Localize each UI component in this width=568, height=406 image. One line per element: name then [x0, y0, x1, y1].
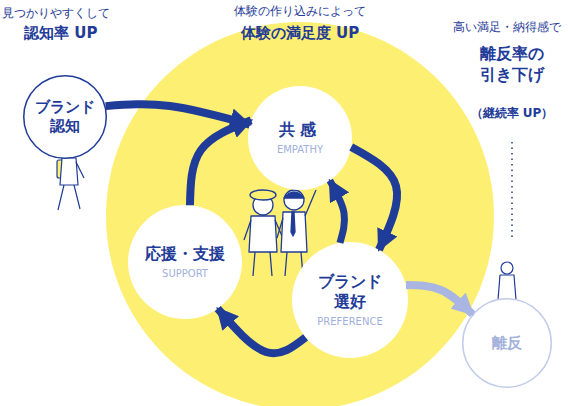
circle-shape — [24, 76, 107, 159]
circle-shape — [128, 205, 242, 319]
annotation-note: 高い満足・納得感で — [432, 20, 568, 36]
annotation-note: 体験の作り込みによって — [210, 4, 390, 20]
dotted-leader — [511, 142, 513, 240]
empathy-circle: 共感 EMPATHY — [248, 86, 352, 190]
node-subtitle: EMPATHY — [277, 144, 323, 157]
person-arm — [76, 162, 84, 178]
person-beret — [250, 190, 276, 200]
person-head — [501, 262, 513, 274]
node-title: ブランド 選好 — [312, 272, 388, 312]
flow-arrow — [406, 285, 473, 314]
person-tie — [291, 212, 295, 236]
support-circle: 応援・支援 SUPPORT — [128, 205, 242, 319]
annotation-heading: 認知率 UP — [24, 24, 144, 44]
churn-circle: 離反 — [462, 298, 552, 388]
node-title: 応援・支援 — [145, 244, 225, 264]
node-title: 共感 — [279, 120, 321, 140]
person-arms — [277, 190, 316, 238]
cycle-area — [106, 22, 494, 406]
node-subtitle: SUPPORT — [162, 268, 208, 281]
node-subtitle: PREFERENCE — [317, 316, 382, 329]
annotation-heading: 体験の満足度 UP — [200, 24, 400, 44]
person-body — [249, 216, 277, 252]
circle-shape — [463, 299, 552, 388]
node-title: 離反 — [492, 334, 522, 353]
person-legs — [58, 185, 80, 210]
person-arms — [244, 220, 282, 240]
circle-shape — [248, 86, 352, 190]
awareness-circle: ブランド 認知 — [23, 75, 107, 159]
center-people — [244, 190, 316, 276]
person-legs — [253, 252, 272, 276]
circle-shape — [292, 242, 408, 358]
node-content: ブランド 選好 PREFERENCE — [292, 242, 408, 358]
node-title: ブランド 認知 — [32, 98, 98, 136]
person-body — [281, 212, 307, 252]
preference-circle: ブランド 選好 PREFERENCE — [292, 242, 408, 358]
person-head — [284, 190, 304, 210]
node-content: 共感 EMPATHY — [248, 86, 352, 190]
flow-arrow — [218, 309, 306, 354]
flow-arrow — [330, 181, 345, 243]
flow-arrow — [106, 104, 250, 124]
person-body — [60, 158, 78, 185]
annotation-note: 見つかりやすくして — [2, 6, 142, 22]
person-hair — [284, 192, 304, 198]
annotation-heading: 離反率の 引き下げ — [472, 44, 552, 86]
annotation-note: （継続率 UP） — [452, 106, 568, 122]
flow-arrow — [351, 147, 397, 250]
flow-arrow — [190, 120, 251, 205]
person-body — [498, 275, 516, 300]
node-content: ブランド 認知 — [23, 75, 107, 159]
node-content: 離反 — [462, 298, 552, 388]
node-content: 応援・支援 SUPPORT — [128, 205, 242, 319]
